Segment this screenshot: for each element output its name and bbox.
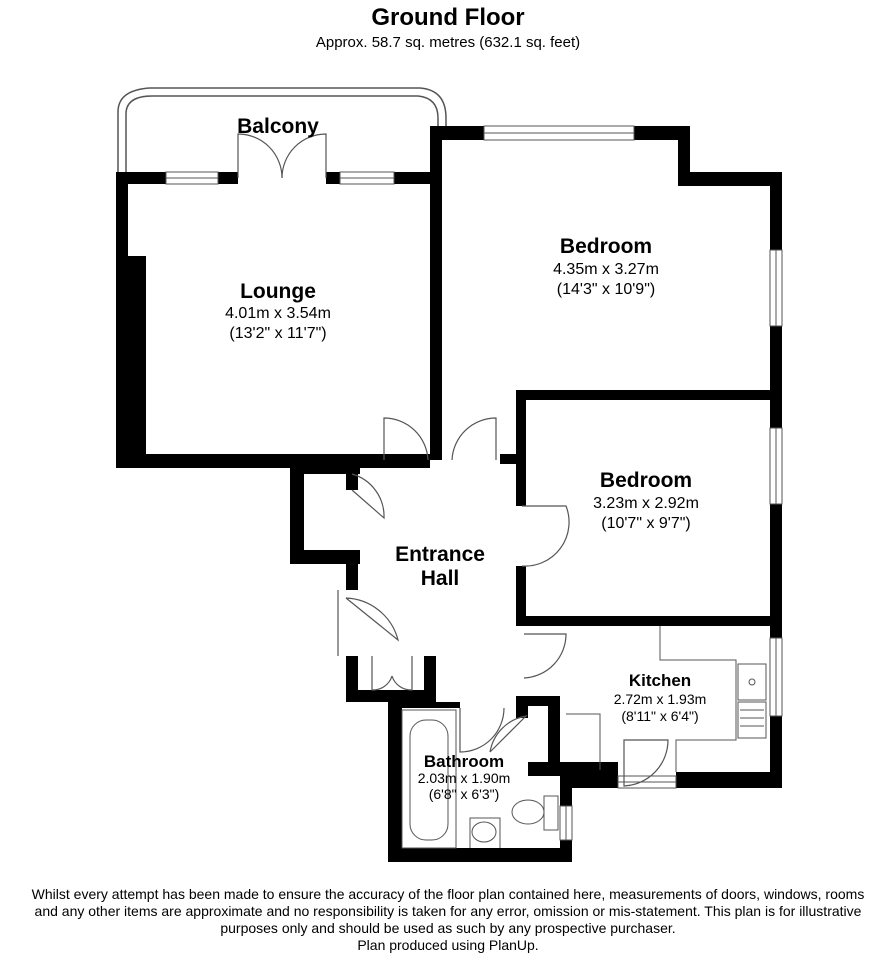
lounge-label: Lounge <box>240 280 316 303</box>
balcony-outline <box>117 87 447 172</box>
kitchen-metric: 2.72m x 1.93m <box>614 691 707 707</box>
hall-label-line1: Entrance <box>395 543 485 566</box>
bedroom1-imperial: (14'3" x 10'9") <box>557 281 655 298</box>
bathroom-label: Bathroom <box>424 752 504 771</box>
disclaimer-line-1: Whilst every attempt has been made to en… <box>31 886 865 902</box>
lounge-imperial: (13'2" x 11'7") <box>229 325 326 342</box>
bathroom-metric: 2.03m x 1.90m <box>418 770 511 786</box>
bedroom1-label: Bedroom <box>560 235 652 258</box>
bathroom-imperial: (6'8" x 6'3") <box>429 786 500 802</box>
disclaimer-line-2: and any other items are approximate and … <box>34 903 862 919</box>
kitchen-fittings <box>566 626 767 772</box>
bedroom2-metric: 3.23m x 2.92m <box>593 495 699 512</box>
walls <box>116 126 782 862</box>
bedroom2-label: Bedroom <box>600 469 692 492</box>
disclaimer-line-4: Plan produced using PlanUp. <box>357 937 539 953</box>
kitchen-imperial: (8'11" x 6'4") <box>621 708 698 724</box>
floor-title: Ground Floor <box>371 4 525 31</box>
disclaimer-line-3: purposes only and should be used as such… <box>220 920 676 936</box>
floor-area: Approx. 58.7 sq. metres (632.1 sq. feet) <box>315 34 581 51</box>
disclaimer: Whilst every attempt has been made to en… <box>8 886 888 954</box>
bedroom2-imperial: (10'7" x 9'7") <box>601 515 691 532</box>
bedroom1-metric: 4.35m x 3.27m <box>553 261 659 278</box>
windows <box>165 125 783 841</box>
bathroom-fittings <box>401 709 559 849</box>
hall-label-line2: Hall <box>421 567 460 590</box>
lounge-metric: 4.01m x 3.54m <box>225 305 331 322</box>
balcony-label: Balcony <box>237 115 319 138</box>
doors <box>237 133 669 787</box>
floor-plan: Balcony Lounge 4.01m x 3.54m (13'2" x 11… <box>116 87 783 862</box>
kitchen-label: Kitchen <box>629 671 691 690</box>
